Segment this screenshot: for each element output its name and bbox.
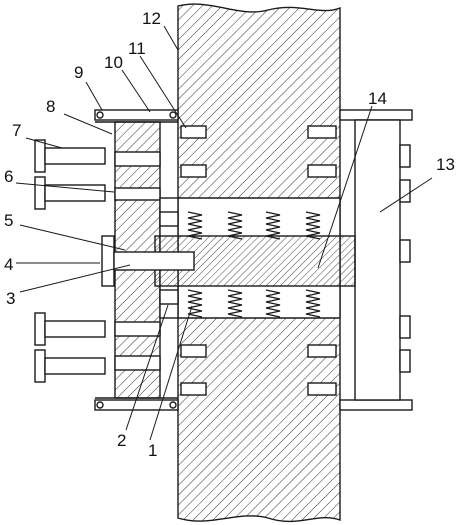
callout-label: 4 bbox=[4, 255, 13, 274]
callout-label: 13 bbox=[436, 155, 455, 174]
leader-lines bbox=[15, 25, 433, 441]
callout-label: 9 bbox=[74, 63, 83, 82]
callout-label: 7 bbox=[12, 121, 21, 140]
callout-label: 11 bbox=[128, 39, 146, 58]
callout-label: 1 bbox=[148, 441, 157, 460]
callout-label: 14 bbox=[368, 89, 387, 108]
callout-label: 12 bbox=[142, 9, 161, 28]
callout-label: 8 bbox=[46, 97, 55, 116]
pin-5 bbox=[101, 235, 195, 287]
bolts-7 bbox=[34, 139, 106, 383]
callout-labels: 1 2 3 4 5 6 7 8 9 10 11 12 13 14 bbox=[4, 9, 455, 460]
right-frame-13 bbox=[339, 109, 413, 411]
callout-label: 5 bbox=[4, 211, 13, 230]
callout-label: 6 bbox=[4, 167, 13, 186]
callout-label: 2 bbox=[117, 431, 126, 450]
callout-label: 3 bbox=[6, 289, 15, 308]
callout-label: 10 bbox=[104, 53, 123, 72]
springs-1 bbox=[187, 211, 321, 318]
